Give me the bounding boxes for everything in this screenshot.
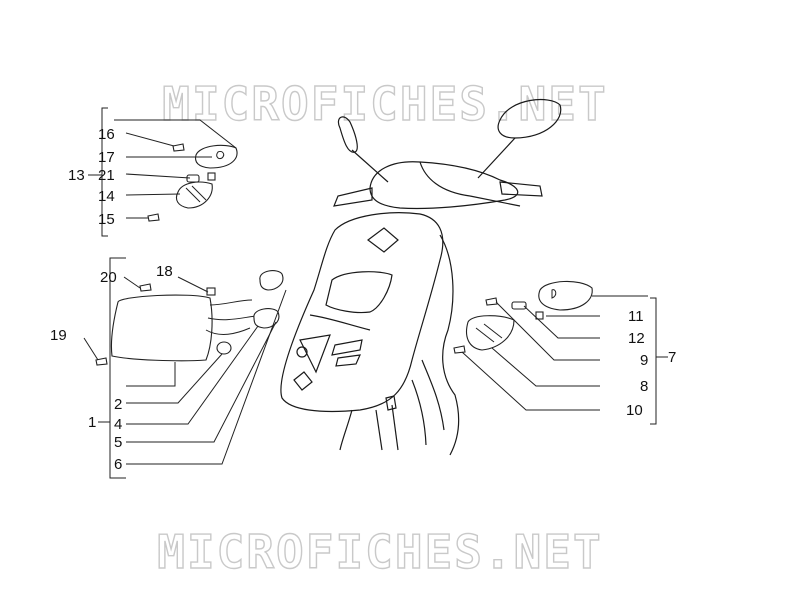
front-right-indicator-assembly [147,143,238,222]
callout-4: 4 [114,416,122,433]
callout-20: 20 [100,269,117,286]
callout-15: 15 [98,211,115,228]
callout-12: 12 [628,330,645,347]
leader-lines [83,107,668,479]
callout-9: 9 [640,352,648,369]
headlight-assembly [95,270,284,366]
callout-1: 1 [88,414,96,431]
callout-13: 13 [68,167,85,184]
callout-17: 17 [98,149,115,166]
callout-5: 5 [114,434,122,451]
callout-19: 19 [50,327,67,344]
front-left-indicator-assembly [453,280,593,354]
watermark-top: MICROFICHES.NET [162,77,607,131]
callout-2: 2 [114,396,122,413]
callout-21: 21 [98,167,115,184]
callout-16: 16 [98,126,115,143]
callout-10: 10 [626,402,643,419]
callout-6: 6 [114,456,122,473]
callout-11: 11 [628,308,644,325]
callout-14: 14 [98,188,115,205]
callout-8: 8 [640,378,648,395]
callout-numbers: 16 17 13 21 14 15 20 18 19 2 1 4 5 6 11 … [50,126,676,473]
callout-18: 18 [156,263,173,280]
callout-7: 7 [668,349,676,366]
scooter-front-illustration [280,98,562,456]
watermark-bottom: MICROFICHES.NET [157,525,602,579]
